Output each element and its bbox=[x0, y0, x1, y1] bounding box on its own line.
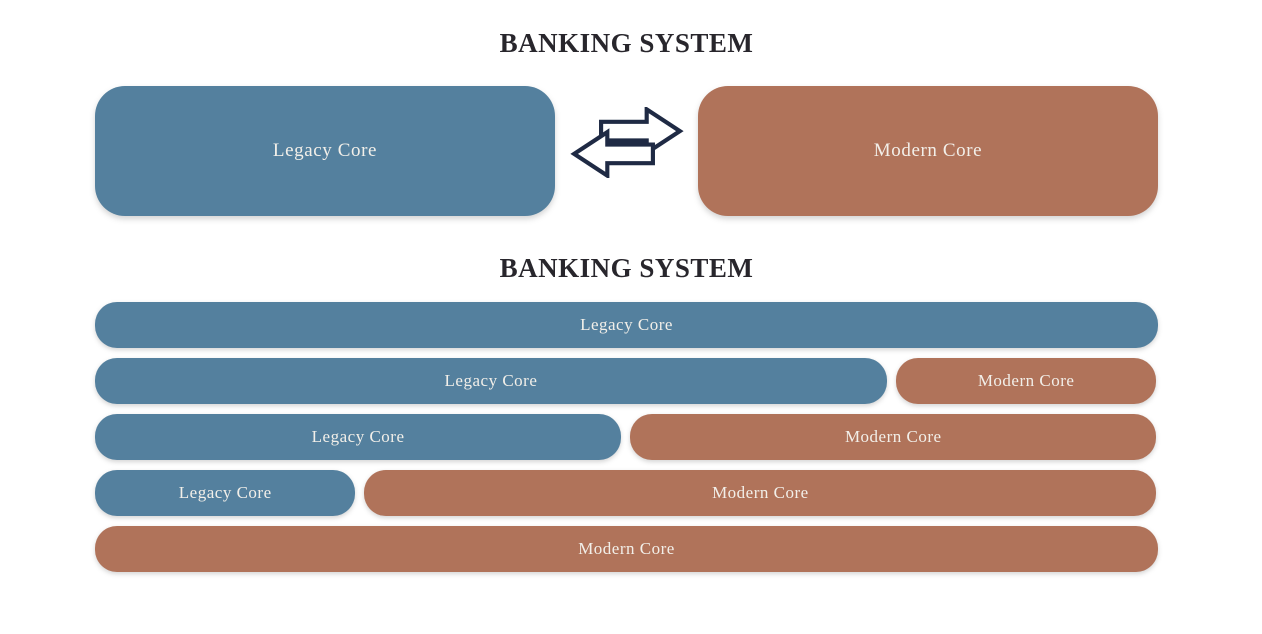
bar-segment-label: Modern Core bbox=[578, 539, 675, 558]
modern-core-box: Modern Core bbox=[698, 86, 1158, 216]
migration-row: Modern Core bbox=[95, 526, 1158, 572]
bar-segment-label: Legacy Core bbox=[580, 315, 673, 334]
legacy-core-box: Legacy Core bbox=[95, 86, 555, 216]
bar-segment-modern: Modern Core bbox=[630, 414, 1157, 460]
legacy-core-label: Legacy Core bbox=[272, 140, 378, 161]
bar-segment-legacy: Legacy Core bbox=[95, 302, 1158, 348]
swap-arrows-icon bbox=[555, 86, 698, 216]
bar-segment-label: Legacy Core bbox=[444, 371, 538, 390]
top-diagram-title: BANKING SYSTEM bbox=[499, 28, 754, 58]
bar-segment-legacy: Legacy Core bbox=[95, 358, 887, 404]
bar-segment-legacy: Legacy Core bbox=[95, 414, 622, 460]
migration-row: Legacy Core Modern Core bbox=[95, 358, 1158, 404]
left-arrow-icon bbox=[569, 127, 655, 178]
core-swap-diagram: BANKING SYSTEM Legacy Core Modern Core bbox=[95, 30, 1158, 216]
migration-row: Legacy Core bbox=[95, 302, 1158, 348]
bar-segment-label: Modern Core bbox=[977, 371, 1075, 390]
bar-segment-modern: Modern Core bbox=[895, 358, 1157, 404]
bar-segment-label: Modern Core bbox=[712, 483, 809, 502]
bar-segment-label: Modern Core bbox=[844, 427, 942, 446]
bar-segment-modern: Modern Core bbox=[364, 470, 1157, 516]
core-boxes-row: Legacy Core Modern Core bbox=[95, 86, 1158, 216]
bar-segment-modern: Modern Core bbox=[95, 526, 1158, 572]
bar-segment-label: Legacy Core bbox=[311, 427, 405, 446]
migration-row: Legacy Core Modern Core bbox=[95, 470, 1158, 516]
modern-core-label: Modern Core bbox=[873, 140, 983, 161]
bottom-diagram-title: BANKING SYSTEM bbox=[499, 253, 754, 283]
bar-segment-label: Legacy Core bbox=[178, 483, 272, 502]
bar-segment-legacy: Legacy Core bbox=[95, 470, 356, 516]
migration-row: Legacy Core Modern Core bbox=[95, 414, 1158, 460]
diagram-canvas: BANKING SYSTEM Legacy Core Modern Core B… bbox=[95, 30, 1158, 572]
